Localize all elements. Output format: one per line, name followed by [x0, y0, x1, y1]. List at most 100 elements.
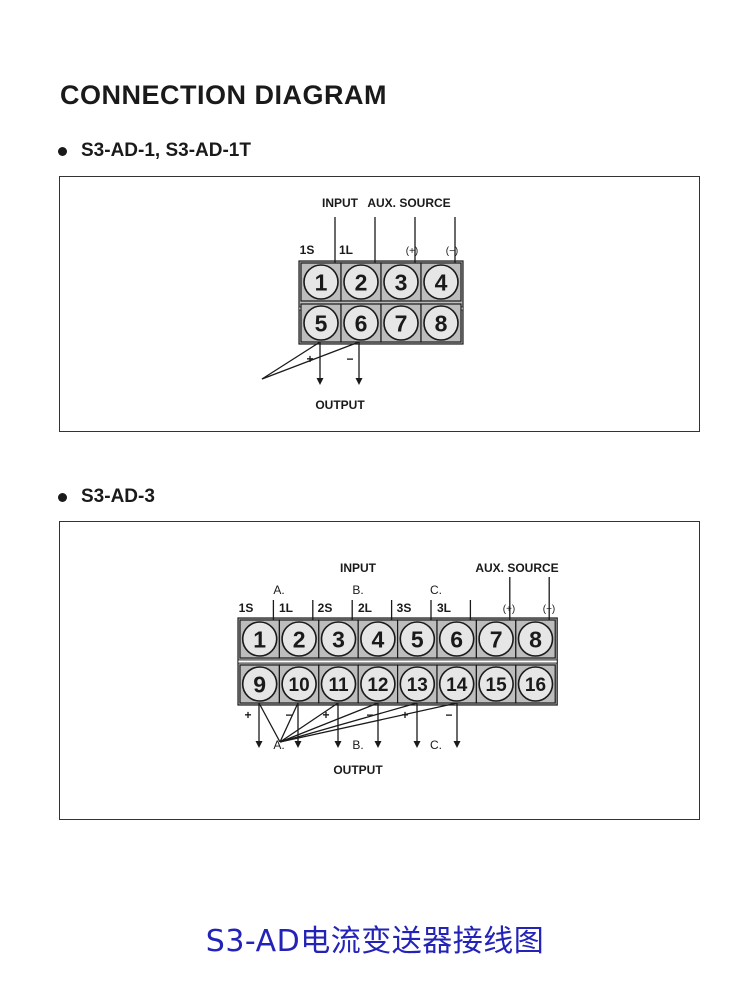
output-arrow-1-head [294, 741, 302, 748]
aux-source-label: AUX. SOURCE [475, 561, 558, 575]
top-row-terminal-number: 3 [332, 626, 345, 652]
section-heading-s3-ad-3: S3-AD-3 [58, 486, 155, 508]
top-row-terminal-number: 1 [253, 626, 266, 652]
bottom-row-terminal-circle [383, 305, 419, 341]
terminal-block-divider [237, 659, 558, 664]
phase-label-b: B. [352, 583, 363, 597]
phase-label-a: A. [273, 583, 284, 597]
input-label: INPUT [322, 196, 359, 210]
output-arrow-3-head [374, 741, 382, 748]
bottom-row-terminal-number: 15 [486, 675, 508, 696]
bottom-row-terminal-number: 12 [367, 675, 388, 696]
bottom-row-terminal-circle [478, 666, 514, 702]
top-row-terminal-circle [438, 621, 475, 657]
bottom-row-terminal-number: 8 [435, 310, 448, 336]
output-sign-4: + [401, 708, 408, 722]
output-phase-a: A. [273, 738, 284, 752]
output-sign-1: − [285, 708, 292, 722]
top-row-terminal-number: 5 [411, 626, 424, 652]
bottom-row-terminal-circle [423, 305, 459, 341]
bottom-row-terminal-circle [438, 666, 475, 702]
top-row-terminal-circle [383, 264, 419, 300]
pin-label-2: 2S [318, 601, 333, 615]
bottom-row-terminal-circle [360, 666, 396, 702]
output-arrow-4 [279, 702, 418, 743]
pin-label-plus: (+) [406, 246, 419, 257]
output-sign-2: + [322, 708, 329, 722]
top-row-terminal-circle [517, 621, 554, 657]
top-row-terminal-circle [478, 621, 514, 657]
output-arrow-minus-head [355, 378, 363, 385]
pin-label-4: 3S [397, 601, 412, 615]
bottom-row-terminal-circle [517, 666, 554, 702]
output-arrow-5-head [453, 741, 461, 748]
top-row-terminal-number: 3 [395, 269, 408, 295]
pin-label-3: 2L [358, 601, 372, 615]
input-label: INPUT [340, 561, 377, 575]
pin-label-0: 1S [239, 601, 254, 615]
top-row-terminal-number: 2 [293, 626, 306, 652]
top-row-terminal-number: 8 [529, 626, 542, 652]
output-arrow-2 [279, 702, 339, 743]
bottom-row-terminal-circle [303, 305, 339, 341]
output-arrow-0-head [255, 741, 263, 748]
page-title: CONNECTION DIAGRAM [60, 80, 387, 110]
bottom-row-terminal-number: 11 [328, 675, 349, 696]
section-heading-s3-ad-1: S3-AD-1, S3-AD-1T [58, 140, 251, 162]
bullet-icon [58, 146, 67, 156]
top-row-terminal-circle [320, 621, 357, 657]
bottom-row-terminal-number: 16 [525, 675, 546, 696]
top-row-terminal-circle [343, 264, 379, 300]
top-row-terminal-number: 4 [435, 269, 448, 295]
bottom-row-terminal-circle [343, 305, 379, 341]
bottom-row-terminal-number: 14 [446, 675, 468, 696]
bottom-row-terminal-circle [241, 666, 278, 702]
top-row-terminal-circle [399, 621, 436, 657]
output-arrow-4-head [413, 741, 421, 748]
aux-source-label: AUX. SOURCE [367, 196, 450, 210]
top-row-terminal-number: 2 [355, 269, 368, 295]
output-phase-c: C. [430, 738, 442, 752]
output-label: OUTPUT [333, 763, 383, 777]
bottom-row-terminal-number: 13 [407, 675, 428, 696]
bottom-row-terminal-circle [281, 666, 317, 702]
top-row-terminal-circle [360, 621, 396, 657]
top-row-terminal-circle [303, 264, 339, 300]
section-heading-text: S3-AD-3 [81, 486, 155, 507]
pin-label-7: (−) [543, 604, 556, 615]
bottom-row-terminal-number: 7 [395, 310, 408, 336]
output-arrow-plus [261, 341, 321, 380]
bullet-icon [58, 492, 67, 502]
output-arrow-0 [258, 702, 281, 743]
bottom-row-terminal-number: 5 [315, 310, 328, 336]
top-row-terminal-number: 4 [372, 626, 385, 652]
output-sign-plus: + [306, 352, 313, 366]
output-sign-3: − [366, 708, 373, 722]
output-arrow-5 [279, 702, 458, 743]
output-phase-b: B. [352, 738, 363, 752]
phase-label-c: C. [430, 583, 442, 597]
pin-label-1s: 1S [300, 243, 315, 257]
bottom-row-terminal-number: 10 [289, 675, 310, 696]
bottom-row-terminal-number: 6 [355, 310, 368, 336]
output-arrow-minus [261, 341, 360, 380]
output-sign-0: + [244, 708, 251, 722]
output-sign-minus: − [346, 352, 353, 366]
bottom-row-terminal-circle [399, 666, 436, 702]
pin-label-1: 1L [279, 601, 293, 615]
pin-label-6: (+) [503, 604, 516, 615]
pin-label-5: 3L [437, 601, 451, 615]
output-sign-5: − [445, 708, 452, 722]
top-row-terminal-number: 7 [490, 626, 503, 652]
output-arrow-3 [279, 702, 379, 743]
output-arrow-2-head [334, 741, 342, 748]
top-row-terminal-number: 1 [315, 269, 328, 295]
output-arrow-plus-head [316, 378, 324, 385]
chinese-caption: S3-AD电流变送器接线图 [205, 924, 545, 959]
bottom-row-terminal-circle [320, 666, 357, 702]
pin-label-minus: (−) [446, 246, 459, 257]
